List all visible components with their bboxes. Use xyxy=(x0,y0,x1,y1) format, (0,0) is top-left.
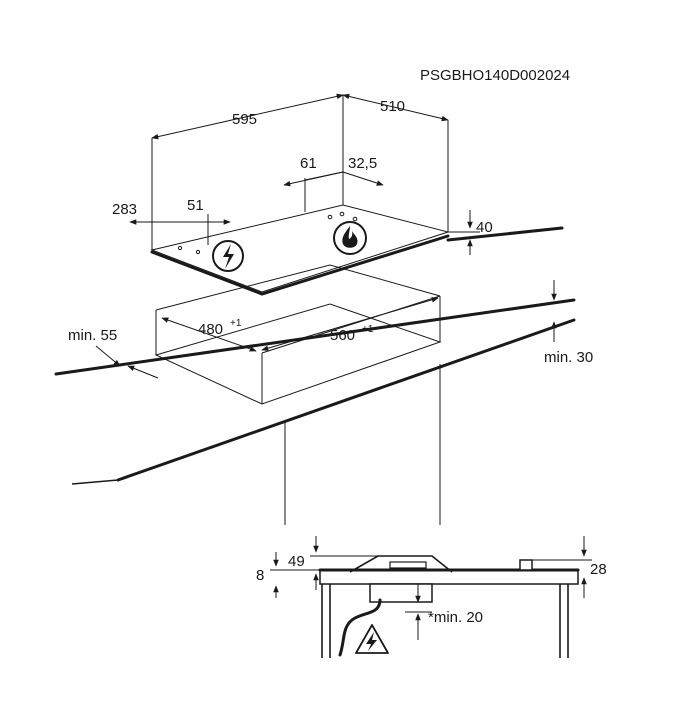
dim-label-min30: min. 30 xyxy=(544,349,593,366)
dim-line-480 xyxy=(161,317,257,352)
section-knob xyxy=(519,559,533,571)
dim-label-595: 595 xyxy=(232,111,257,128)
hob-level-line xyxy=(446,226,564,242)
electric-warning-icon xyxy=(212,240,244,272)
dim-label-510: 510 xyxy=(380,98,405,115)
flame-icon xyxy=(333,221,367,255)
dim-tol-480: +1 xyxy=(230,318,242,329)
hob-front-edge xyxy=(150,234,450,296)
dim-label-32-5: 32,5 xyxy=(348,155,377,172)
dim-label-28: 28 xyxy=(590,561,607,578)
worktop-top-edge xyxy=(54,298,576,376)
dim-label-480: 480 xyxy=(198,321,223,338)
dim-label-40: 40 xyxy=(476,219,493,236)
section-group: *min. 20 49 8 28 xyxy=(256,536,607,658)
dim-label-min20: *min. 20 xyxy=(428,609,483,626)
dim-label-49: 49 xyxy=(288,553,305,570)
dim-line-595 xyxy=(151,93,344,140)
dim-label-min55: min. 55 xyxy=(68,327,117,344)
dim-line-510 xyxy=(342,93,449,122)
dim-label-560: 560 xyxy=(330,327,355,344)
section-cable xyxy=(338,598,382,657)
dim-label-61: 61 xyxy=(300,155,317,172)
worktop-group: 480 +1 560 +1 min. 55 min. 30 xyxy=(54,264,593,525)
dim-label-51: 51 xyxy=(187,197,204,214)
dim-line-32-5 xyxy=(342,171,384,186)
section-pan-support xyxy=(349,555,453,573)
ref-dot xyxy=(177,245,183,251)
worktop-bottom-edge xyxy=(116,318,576,482)
worktop-corner xyxy=(71,479,119,485)
dim-tol-560: +1 xyxy=(362,324,374,335)
dim-line-560 xyxy=(261,297,439,351)
dim-line-min55-b xyxy=(127,365,159,379)
section-burner xyxy=(389,561,427,569)
cutout-inner-edge xyxy=(261,295,441,354)
electric-warning-icon xyxy=(355,624,389,654)
hob-group: 595 510 61 32,5 283 51 xyxy=(112,93,564,296)
dim-line-min55-a xyxy=(95,345,121,367)
cutout-top-outline xyxy=(155,264,441,311)
ref-dot xyxy=(352,216,358,222)
document-code: PSGBHO140D002024 xyxy=(420,67,570,84)
ref-dot xyxy=(195,249,201,255)
ref-dot xyxy=(327,214,333,220)
dim-label-8: 8 xyxy=(256,567,264,584)
section-worktop xyxy=(319,569,579,585)
dim-label-283: 283 xyxy=(112,201,137,218)
ref-dot xyxy=(339,211,345,217)
dim-line-61-inner xyxy=(304,171,344,181)
